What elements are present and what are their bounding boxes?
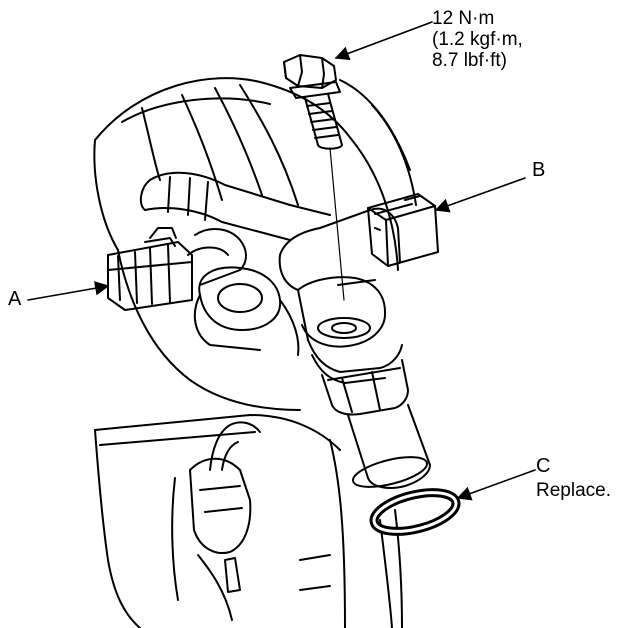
torque-line-3: 8.7 lbf·ft) xyxy=(432,50,507,71)
engine-housing-outline xyxy=(93,77,417,411)
torque-spec: 12 N·m (1.2 kgf·m, 8.7 lbf·ft) xyxy=(432,8,523,71)
arrow-c xyxy=(456,469,536,501)
lower-housing xyxy=(94,414,403,628)
torque-line-1: 12 N·m xyxy=(432,8,495,29)
label-b: B xyxy=(532,159,546,181)
mounting-boss xyxy=(193,266,300,356)
harness-connector-a xyxy=(107,227,193,311)
sensor-body xyxy=(278,193,439,489)
label-c: C xyxy=(536,455,551,477)
harness-hose xyxy=(139,171,331,286)
o-ring-c xyxy=(369,488,461,536)
mounting-bolt xyxy=(283,54,345,301)
label-a: A xyxy=(8,288,22,310)
leader-arrows xyxy=(27,21,536,501)
arrow-b xyxy=(434,177,526,213)
arrow-a xyxy=(27,281,110,301)
label-c-note: Replace. xyxy=(536,480,611,501)
arrow-torque xyxy=(334,21,433,61)
torque-line-2: (1.2 kgf·m, xyxy=(432,29,523,50)
